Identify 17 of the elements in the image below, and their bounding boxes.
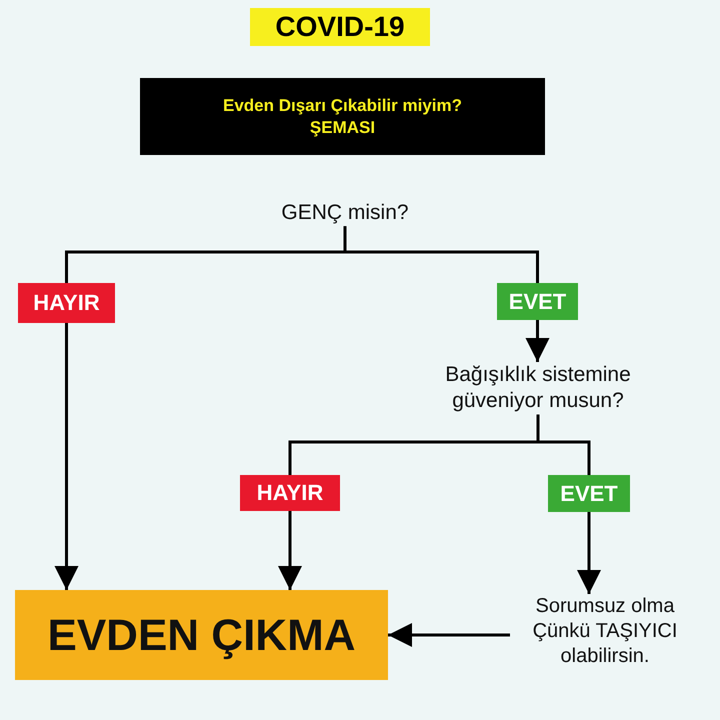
question-text: GENÇ misin? [281,200,409,226]
connector-arrow [577,512,601,594]
connector-arrow [278,511,302,590]
question-text: Bağışıklık sistemine güveniyor musun? [444,362,632,414]
yes-label: EVET [548,475,630,512]
heading-text: Evden Dışarı Çıkabilir miyim? [222,95,462,116]
no-label: HAYIR [18,283,115,323]
connector-arrow [526,320,550,362]
yes-label: EVET [497,283,578,320]
connector-arrow [388,623,510,647]
note-text: Sorumsuz olma Çünkü TAŞIYICI olabilirsin. [532,594,678,669]
result-box: EVDEN ÇIKMA [15,590,388,680]
title-banner: COVID-19 [250,8,430,46]
connector-arrow [54,323,78,590]
subheading-text: ŞEMASI [310,116,376,138]
title-box [140,78,545,155]
no-label: HAYIR [240,475,340,511]
